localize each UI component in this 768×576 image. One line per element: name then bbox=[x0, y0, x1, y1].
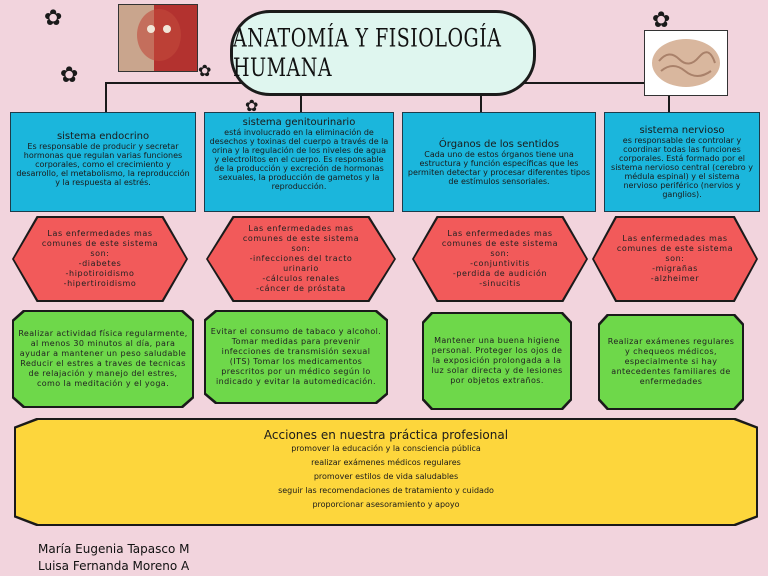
practice-item: promover estilos de vida saludables bbox=[313, 472, 459, 481]
practice-item: realizar exámenes médicos regulares bbox=[311, 458, 461, 467]
flower-icon: ✿ bbox=[652, 8, 671, 33]
diseases-intro: Las enfermedades mas comunes de este sis… bbox=[441, 229, 559, 258]
actions-box-sentidos: Mantener una buena higiene personal. Pro… bbox=[422, 312, 572, 410]
connector-drop-4 bbox=[668, 82, 670, 112]
practice-box: Acciones en nuestra práctica profesional… bbox=[14, 418, 758, 526]
diseases-intro: Las enfermedades mas comunes de este sis… bbox=[41, 229, 159, 258]
author-name: Luisa Fernanda Moreno A bbox=[38, 559, 190, 573]
system-description: Cada uno de estos órganos tiene una estr… bbox=[407, 150, 591, 186]
system-heading: sistema genitourinario bbox=[242, 117, 356, 128]
system-box-genitourinario: sistema genitourinario está involucrado … bbox=[204, 112, 394, 212]
disease-item: -cáncer de próstata bbox=[256, 284, 346, 293]
diseases-hexagon-genitourinario: Las enfermedades mas comunes de este sis… bbox=[206, 216, 396, 302]
system-description: está involucrado en la eliminación de de… bbox=[209, 128, 389, 191]
disease-item: -infecciones del tracto urinario bbox=[249, 254, 353, 273]
system-box-endocrino: sistema endocrino Es responsable de prod… bbox=[10, 112, 196, 212]
system-description: es responsable de controlar y coordinar … bbox=[611, 136, 753, 199]
disease-item: -migrañas bbox=[652, 264, 698, 273]
system-box-nervioso: sistema nervioso es responsable de contr… bbox=[604, 112, 760, 212]
flower-icon: ✿ bbox=[60, 63, 79, 88]
diseases-hexagon-nervioso: Las enfermedades mas comunes de este sis… bbox=[592, 216, 758, 302]
anatomy-face-icon bbox=[137, 9, 181, 61]
connector-drop-1 bbox=[105, 82, 107, 112]
system-box-sentidos: Órganos de los sentidos Cada uno de esto… bbox=[402, 112, 596, 212]
diseases-hexagon-endocrino: Las enfermedades mas comunes de este sis… bbox=[12, 216, 188, 302]
actions-box-genitourinario: Evitar el consumo de tabaco y alcohol. T… bbox=[204, 310, 388, 404]
disease-item: -hipotiroidismo bbox=[65, 269, 135, 278]
disease-item: -diabetes bbox=[78, 259, 122, 268]
practice-item: proporcionar asesoramiento y apoyo bbox=[312, 500, 460, 509]
actions-box-nervioso: Realizar exámenes regulares y chequeos m… bbox=[598, 314, 744, 410]
actions-text: Realizar exámenes regulares y chequeos m… bbox=[600, 316, 742, 408]
disease-item: -hipertiroidismo bbox=[63, 279, 137, 288]
practice-item: promover la educación y la consciencia p… bbox=[291, 444, 481, 453]
flower-icon: ✿ bbox=[198, 61, 212, 80]
disease-item: -alzheimer bbox=[650, 274, 700, 283]
anatomy-face-image bbox=[118, 4, 198, 72]
system-description: Es responsable de producir y secretar ho… bbox=[16, 142, 190, 187]
flower-icon: ✿ bbox=[44, 6, 63, 31]
brain-image bbox=[644, 30, 728, 96]
actions-box-endocrino: Realizar actividad física regularmente, … bbox=[12, 310, 194, 408]
diseases-hexagon-sentidos: Las enfermedades mas comunes de este sis… bbox=[412, 216, 588, 302]
system-heading: sistema nervioso bbox=[639, 125, 725, 136]
actions-text: Mantener una buena higiene personal. Pro… bbox=[424, 314, 570, 408]
disease-item: -cálculos renales bbox=[262, 274, 340, 283]
actions-text: Evitar el consumo de tabaco y alcohol. T… bbox=[206, 312, 386, 402]
disease-item: -sinucitis bbox=[479, 279, 521, 288]
connector-drop-3 bbox=[480, 82, 482, 112]
connector-drop-2 bbox=[300, 82, 302, 112]
diseases-intro: Las enfermedades mas comunes de este sis… bbox=[242, 224, 360, 253]
actions-text: Realizar actividad física regularmente, … bbox=[14, 312, 192, 406]
author-name: María Eugenia Tapasco M bbox=[38, 542, 190, 556]
title-banner: ANATOMÍA Y FISIOLOGÍA HUMANA bbox=[230, 10, 536, 96]
system-heading: sistema endocrino bbox=[56, 131, 150, 142]
disease-item: -conjuntivitis bbox=[470, 259, 530, 268]
system-heading: Órganos de los sentidos bbox=[438, 139, 560, 150]
practice-heading: Acciones en nuestra práctica profesional bbox=[263, 428, 509, 442]
disease-item: -perdida de audición bbox=[452, 269, 548, 278]
diseases-intro: Las enfermedades mas comunes de este sis… bbox=[616, 234, 734, 263]
practice-item: seguir las recomendaciones de tratamient… bbox=[278, 486, 494, 495]
page-title: ANATOMÍA Y FISIOLOGÍA HUMANA bbox=[233, 23, 502, 83]
brain-icon bbox=[652, 39, 720, 87]
flower-icon: ✿ bbox=[245, 96, 259, 115]
